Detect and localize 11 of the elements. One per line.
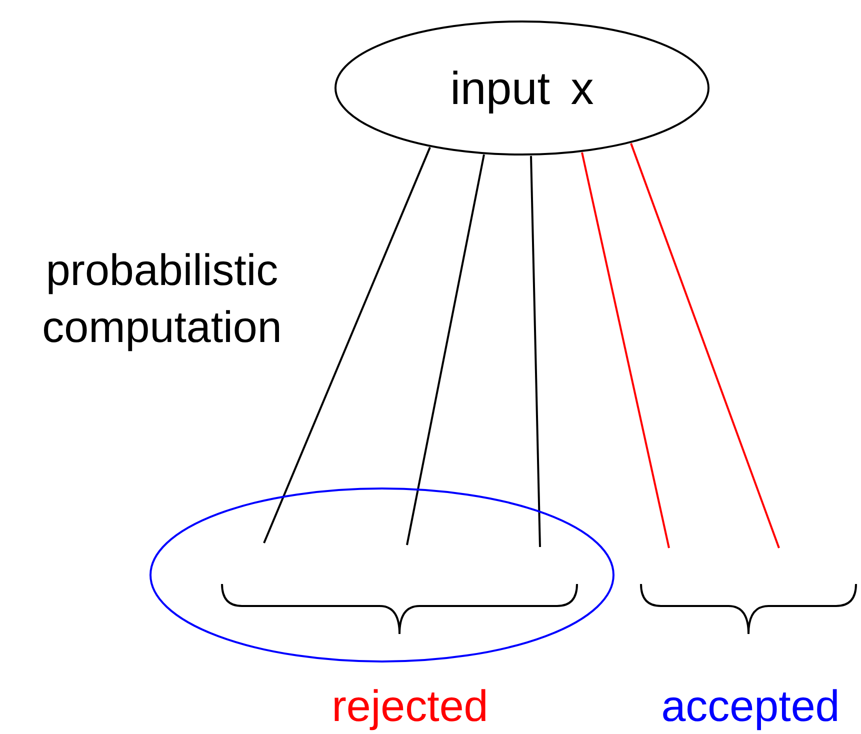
group-ellipse [149,487,615,663]
connector-line [406,154,485,546]
outcome-label: accepted [660,681,841,733]
connector-line [263,146,431,544]
connector-line [530,156,541,548]
node-label: input x [450,61,594,115]
outcome-label: rejected [330,681,490,733]
side-note: probabilistic computation [41,245,283,354]
connector-line [630,143,780,548]
connector-line [581,152,670,548]
input-ellipse [334,20,710,156]
